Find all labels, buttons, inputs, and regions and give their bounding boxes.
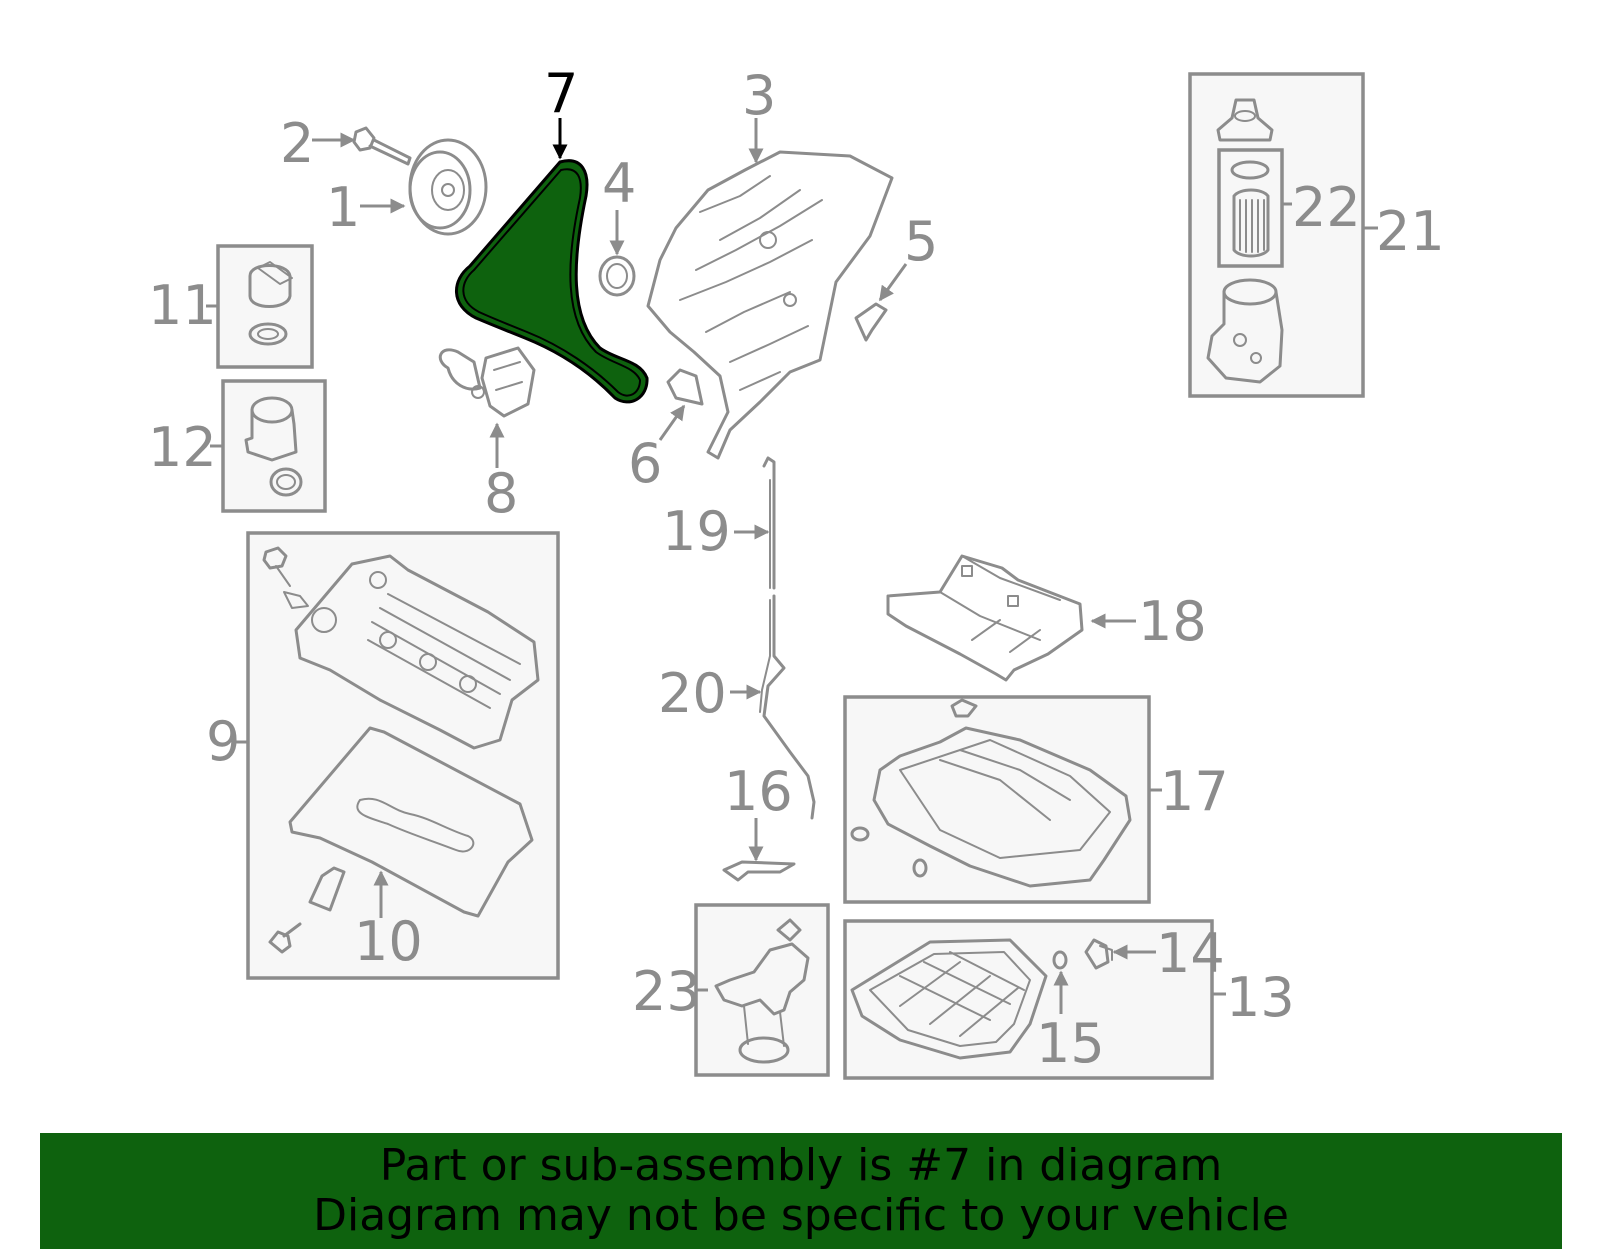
tensioner-part[interactable]: [438, 346, 536, 418]
callout-11[interactable]: 11: [148, 274, 217, 337]
notice-line-1: Part or sub-assembly is #7 in diagram: [379, 1140, 1223, 1191]
oil-filler-cap-part[interactable]: [248, 261, 293, 346]
breather-part[interactable]: [244, 396, 303, 497]
callout-23[interactable]: 23: [632, 960, 701, 1023]
notice-banner: Part or sub-assembly is #7 in diagram Di…: [40, 1133, 1562, 1249]
valve-cover-part[interactable]: [262, 546, 540, 750]
callout-10[interactable]: 10: [354, 910, 423, 973]
callout-8[interactable]: 8: [484, 462, 518, 525]
oil-pickup-part[interactable]: [714, 918, 810, 1064]
crank-pulley-part[interactable]: [408, 138, 488, 236]
upper-oil-pan-part[interactable]: [850, 698, 1132, 888]
callout-22[interactable]: 22: [1292, 176, 1361, 239]
callout-7[interactable]: 7: [544, 62, 578, 125]
oil-seal-part[interactable]: [598, 255, 636, 297]
group-box-22: [1217, 148, 1284, 268]
dipstick-tube-part[interactable]: [759, 594, 816, 820]
drain-washer-part[interactable]: [1052, 950, 1068, 970]
timing-cover-part[interactable]: [646, 150, 894, 460]
callout-9[interactable]: 9: [206, 710, 240, 773]
pulley-bolt-part[interactable]: [352, 126, 412, 166]
oil-baffle-part[interactable]: [886, 554, 1084, 682]
timing-belt-part-selected[interactable]: [455, 159, 649, 404]
callout-12[interactable]: 12: [148, 416, 217, 479]
gasket-6-part[interactable]: [666, 368, 704, 406]
lower-oil-pan-part[interactable]: [850, 938, 1048, 1060]
callout-2[interactable]: 2: [280, 112, 314, 175]
callout-16[interactable]: 16: [724, 760, 793, 823]
callout-5[interactable]: 5: [904, 210, 938, 273]
callout-18[interactable]: 18: [1138, 590, 1207, 653]
callout-21[interactable]: 21: [1376, 200, 1445, 263]
dipstick-part[interactable]: [762, 456, 776, 590]
gasket-16-part[interactable]: [722, 860, 796, 882]
callout-15[interactable]: 15: [1036, 1012, 1105, 1075]
callout-6[interactable]: 6: [628, 432, 662, 495]
group-box-13: [843, 919, 1214, 1080]
oil-filter-housing-part[interactable]: [1206, 98, 1284, 384]
callout-1[interactable]: 1: [326, 176, 360, 239]
callout-4[interactable]: 4: [602, 152, 636, 215]
oil-filter-element-part[interactable]: [1230, 160, 1270, 258]
group-box-17: [843, 695, 1151, 904]
gasket-5-part[interactable]: [854, 302, 888, 342]
callout-14[interactable]: 14: [1156, 922, 1225, 985]
callout-20[interactable]: 20: [658, 662, 727, 725]
callout-3[interactable]: 3: [742, 64, 776, 127]
callout-13[interactable]: 13: [1226, 966, 1295, 1029]
callout-19[interactable]: 19: [662, 500, 731, 563]
drain-plug-part[interactable]: [1084, 938, 1113, 970]
group-box-23: [694, 903, 830, 1077]
callout-17[interactable]: 17: [1160, 760, 1229, 823]
valve-cover-gasket-part[interactable]: [268, 726, 534, 954]
notice-line-2: Diagram may not be specific to your vehi…: [313, 1190, 1289, 1241]
